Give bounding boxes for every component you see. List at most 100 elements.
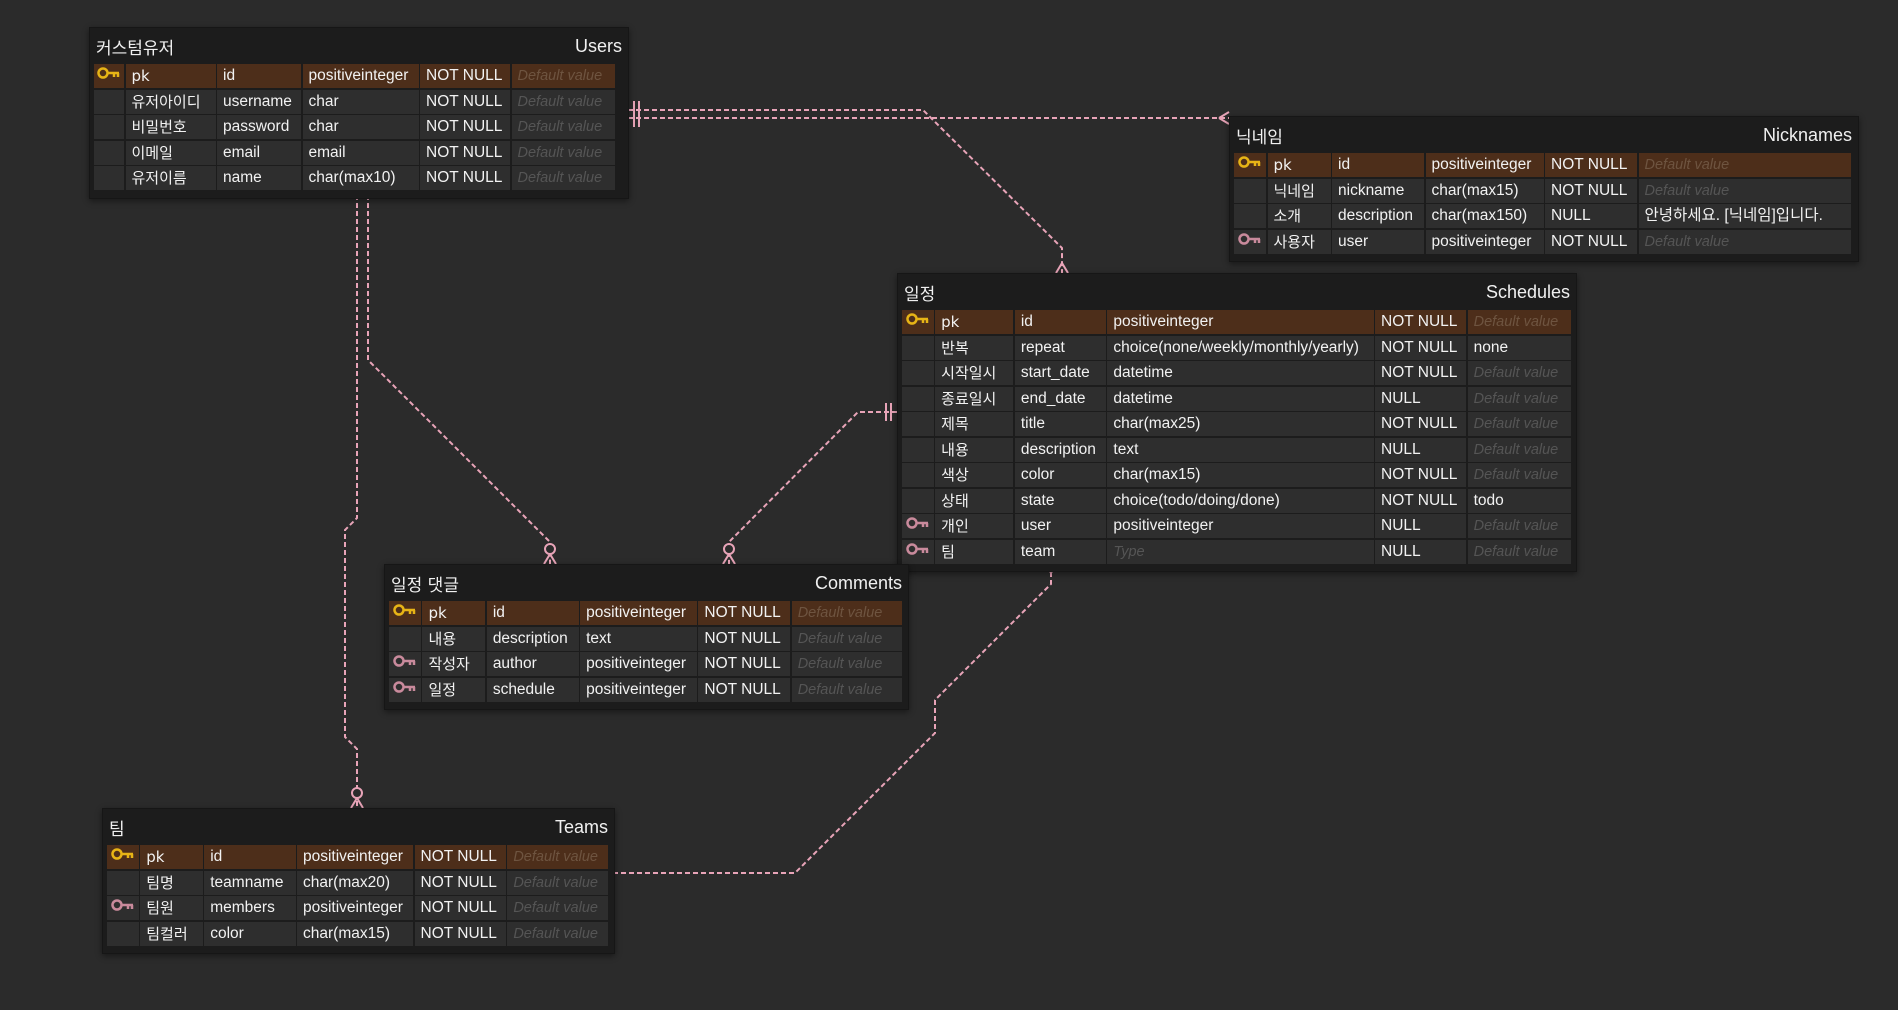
field-default[interactable]: Default value [507,896,609,920]
field-type[interactable]: positiveinteger [1107,310,1374,334]
field-type[interactable]: text [1107,437,1374,462]
field-label[interactable]: 상태 [935,488,1014,513]
field-nullable[interactable]: NOT NULL [414,870,506,895]
field-label[interactable]: pk [1267,153,1331,177]
field-name[interactable]: id [1014,310,1106,334]
field-type[interactable]: char(max20) [297,870,414,895]
field-name[interactable]: description [1014,437,1106,462]
relation-users-schedules[interactable] [628,101,1069,274]
field-default[interactable]: Default value [1467,539,1571,564]
field-name[interactable]: nickname [1332,178,1424,203]
field-default[interactable]: Default value [1638,229,1851,254]
field-name[interactable]: id [1332,153,1424,177]
key-cell[interactable] [902,310,934,334]
field-nullable[interactable]: NOT NULL [420,140,510,165]
field-type[interactable]: positiveinteger [302,64,419,88]
field-default[interactable]: Default value [1638,153,1851,177]
field-type[interactable]: positiveinteger [1425,229,1544,254]
relation-line[interactable] [728,411,897,564]
field-type[interactable]: choice(todo/doing/done) [1107,488,1374,513]
key-cell[interactable] [94,140,124,165]
field-name[interactable]: id [217,64,301,88]
key-cell[interactable] [902,539,934,564]
field-default[interactable]: Default value [511,140,615,165]
key-cell[interactable] [902,514,934,538]
field-label[interactable]: 팀명 [140,870,203,895]
field-name[interactable]: username [217,89,301,114]
field-name[interactable]: description [1332,204,1424,228]
relation-users-comments[interactable] [359,183,557,565]
field-default[interactable]: none [1467,335,1571,360]
relation-schedules-comments[interactable] [722,403,897,565]
key-cell[interactable] [389,677,421,702]
field-name[interactable]: id [486,601,579,625]
field-type[interactable]: char(max15) [1107,463,1374,487]
field-type[interactable]: positiveinteger [297,896,414,920]
field-type[interactable]: char [302,115,419,139]
field-type[interactable]: positiveinteger [297,845,414,869]
field-name[interactable]: user [1332,229,1424,254]
field-nullable[interactable]: NULL [1545,204,1637,228]
key-cell[interactable] [107,845,139,869]
field-nullable[interactable]: NOT NULL [420,166,510,190]
field-nullable[interactable]: NOT NULL [414,921,506,946]
field-default[interactable]: Default value [1467,386,1571,411]
field-nullable[interactable]: NOT NULL [1375,412,1467,436]
field-nullable[interactable]: NOT NULL [420,89,510,114]
field-label[interactable]: 일정 [422,677,486,702]
key-cell[interactable] [107,870,139,895]
relation-users-nicknames[interactable] [628,109,1230,127]
field-default[interactable]: Default value [1638,178,1851,203]
field-nullable[interactable]: NOT NULL [1545,229,1637,254]
field-label[interactable]: 사용자 [1267,229,1331,254]
field-nullable[interactable]: NOT NULL [1375,310,1467,334]
field-default[interactable]: Default value [791,626,903,651]
field-label[interactable]: 반복 [935,335,1014,360]
key-cell[interactable] [1234,204,1266,228]
field-nullable[interactable]: NOT NULL [1375,488,1467,513]
field-type[interactable]: char(max25) [1107,412,1374,436]
field-name[interactable]: team [1014,539,1106,564]
field-name[interactable]: start_date [1014,361,1106,385]
field-name[interactable]: user [1014,514,1106,538]
field-nullable[interactable]: NULL [1375,539,1467,564]
field-nullable[interactable]: NOT NULL [414,896,506,920]
field-nullable[interactable]: NULL [1375,386,1467,411]
field-label[interactable]: 이메일 [125,140,216,165]
field-default[interactable]: Default value [1467,361,1571,385]
field-type[interactable]: char [302,89,419,114]
field-nullable[interactable]: NOT NULL [698,677,791,702]
field-label[interactable]: 시작일시 [935,361,1014,385]
field-type[interactable]: Type [1107,539,1374,564]
field-label[interactable]: pk [125,64,216,88]
field-name[interactable]: title [1014,412,1106,436]
field-type[interactable]: datetime [1107,386,1374,411]
field-label[interactable]: 유저이름 [125,166,216,190]
field-label[interactable]: 내용 [935,437,1014,462]
field-nullable[interactable]: NOT NULL [420,64,510,88]
field-nullable[interactable]: NOT NULL [698,626,791,651]
key-cell[interactable] [94,115,124,139]
relation-line[interactable] [613,563,1052,874]
field-type[interactable]: positiveinteger [1107,514,1374,538]
field-name[interactable]: name [217,166,301,190]
field-nullable[interactable]: NULL [1375,437,1467,462]
